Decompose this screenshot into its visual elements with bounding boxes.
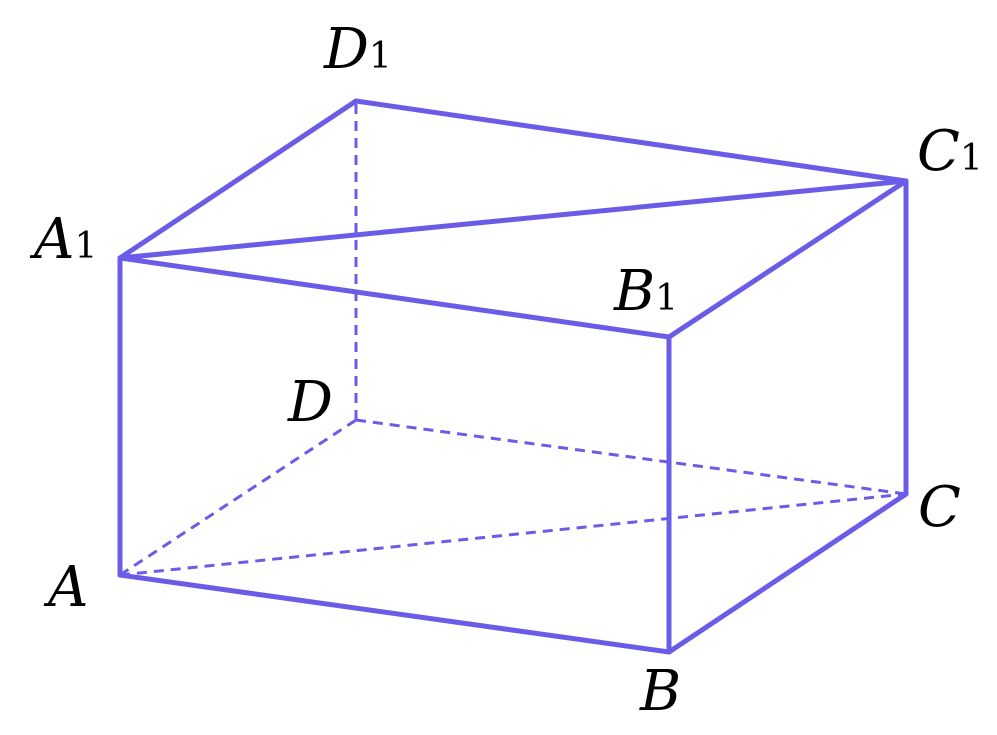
vertex-label-c: C: [918, 475, 961, 540]
vertex-label-c1: C1: [917, 119, 983, 184]
vertex-label-d: D: [287, 370, 333, 435]
edge-a1-b1: [117, 255, 672, 340]
vertex-label-a: A: [43, 555, 88, 620]
hidden-edge-d-c: [355, 418, 907, 496]
vertex-label-b: B: [639, 659, 681, 724]
hidden-edge-a-c: [119, 492, 907, 577]
edge-d1-a1: [117, 98, 359, 261]
hidden-edges: [119, 101, 907, 577]
edge-b1-c1: [666, 178, 909, 340]
edge-a1-c1: [117, 178, 909, 261]
visible-edges: [117, 98, 909, 655]
hidden-edge-a-d: [119, 418, 357, 577]
vertex-label-d1: D1: [323, 17, 392, 82]
edge-c1-d1: [353, 98, 909, 184]
edge-b-c: [666, 491, 909, 655]
vertex-label-b1: B1: [613, 259, 678, 324]
edge-a-b: [117, 572, 672, 655]
vertex-label-a1: A1: [29, 207, 97, 272]
